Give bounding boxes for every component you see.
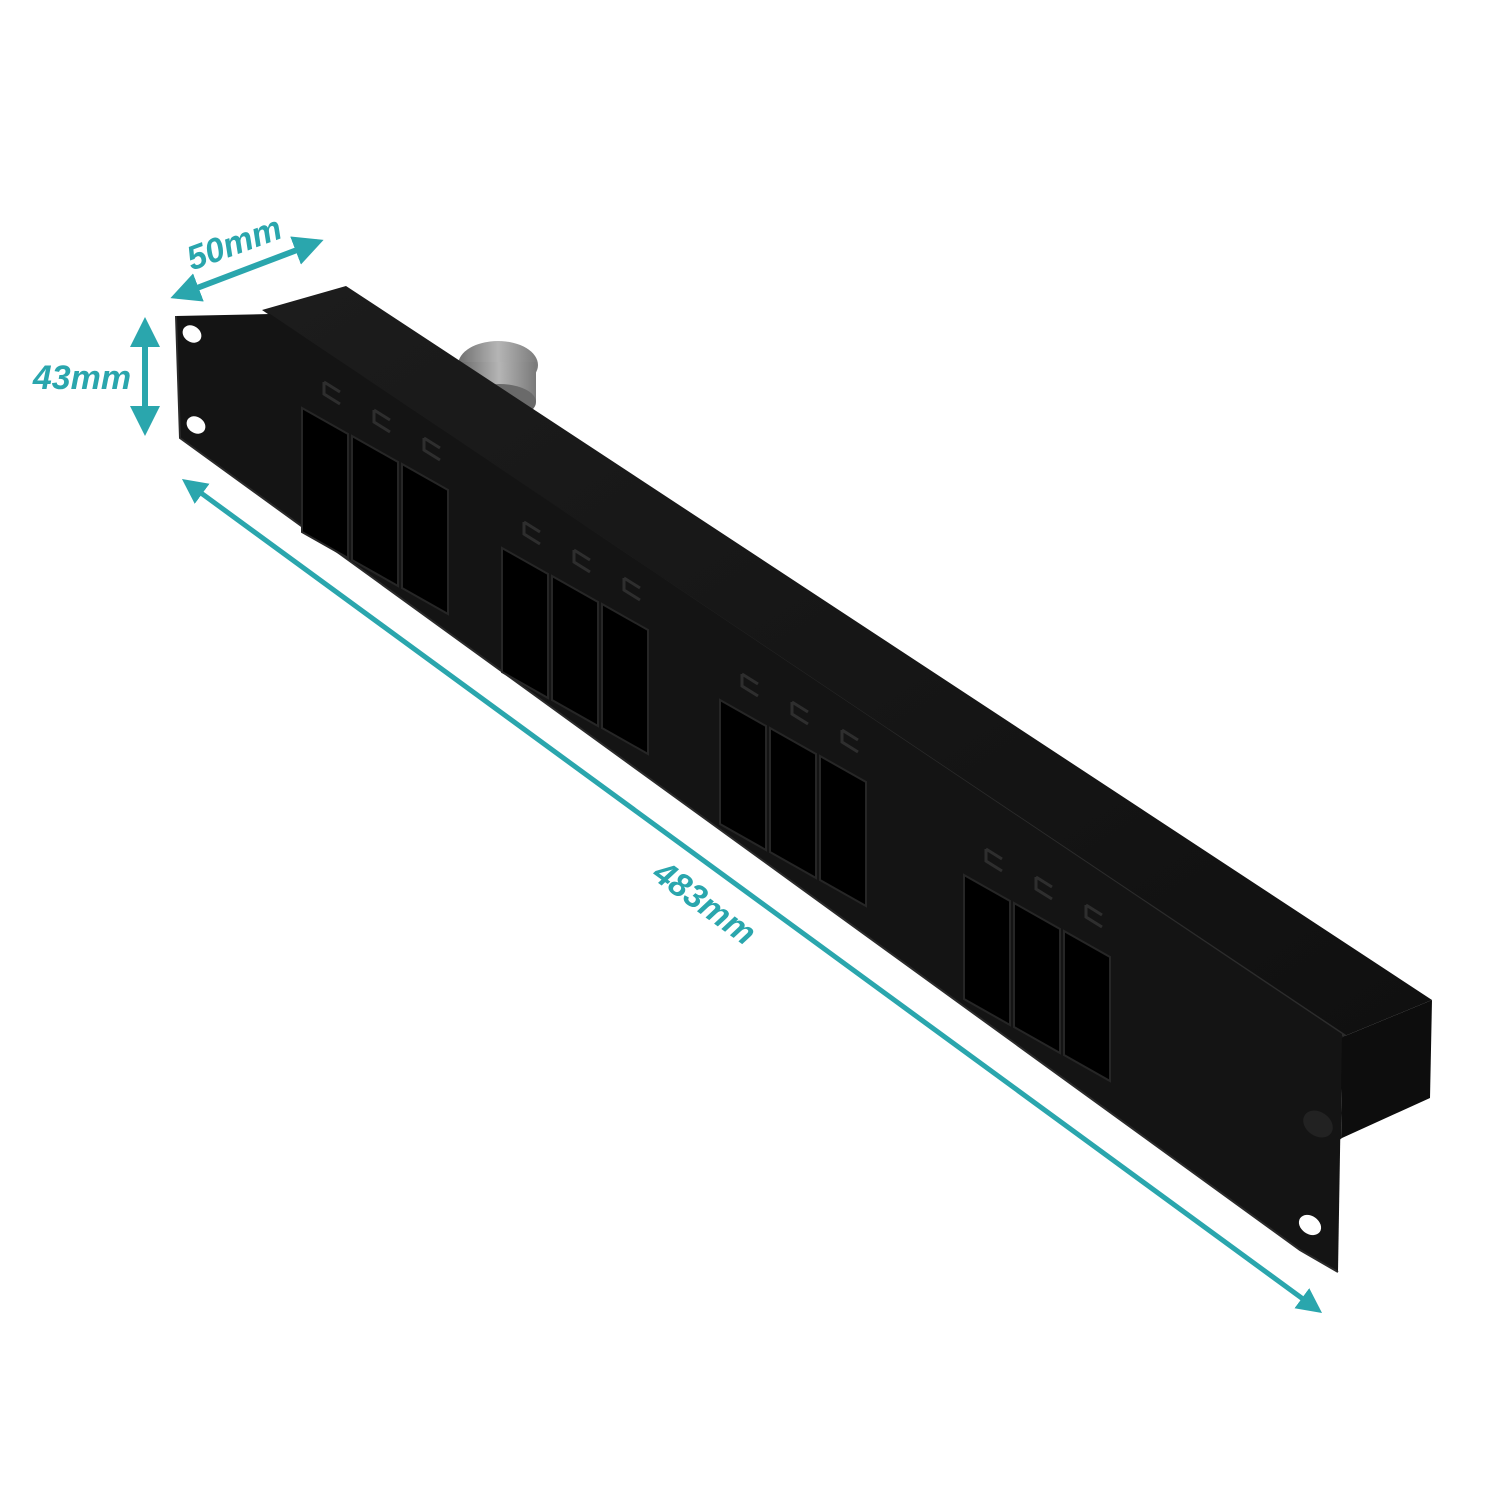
height-label: 43mm bbox=[32, 359, 131, 397]
keystone-cutout bbox=[819, 754, 867, 908]
retention-clip bbox=[422, 436, 441, 462]
depth-dimension: 50mm bbox=[170, 209, 324, 302]
housing-top-face bbox=[262, 286, 1432, 1038]
height-dimension: 43mm bbox=[32, 317, 160, 436]
keystone-cutout bbox=[963, 873, 1011, 1027]
keystone-cutout bbox=[719, 698, 767, 852]
width-arrow bbox=[181, 479, 1323, 1313]
keystone-cutout bbox=[1063, 929, 1111, 1083]
keystone-cutout bbox=[769, 726, 817, 880]
housing-end-face bbox=[1340, 1000, 1432, 1138]
depth-arrow bbox=[170, 236, 324, 302]
mounting-hole bbox=[182, 325, 202, 343]
keystone-cutout bbox=[551, 574, 599, 728]
depth-label: 50mm bbox=[182, 209, 287, 278]
keystone-cutout bbox=[301, 406, 349, 560]
keystone-cutout bbox=[401, 462, 449, 616]
mounting-hole bbox=[186, 416, 206, 434]
keystone-cutout bbox=[351, 434, 399, 588]
keystone-cutout bbox=[601, 602, 649, 756]
keystone-cutout bbox=[501, 546, 549, 700]
width-label: 483mm bbox=[645, 853, 763, 953]
retention-clip bbox=[372, 408, 391, 434]
retention-clip bbox=[322, 380, 341, 406]
keystone-cutout bbox=[1013, 901, 1061, 1055]
